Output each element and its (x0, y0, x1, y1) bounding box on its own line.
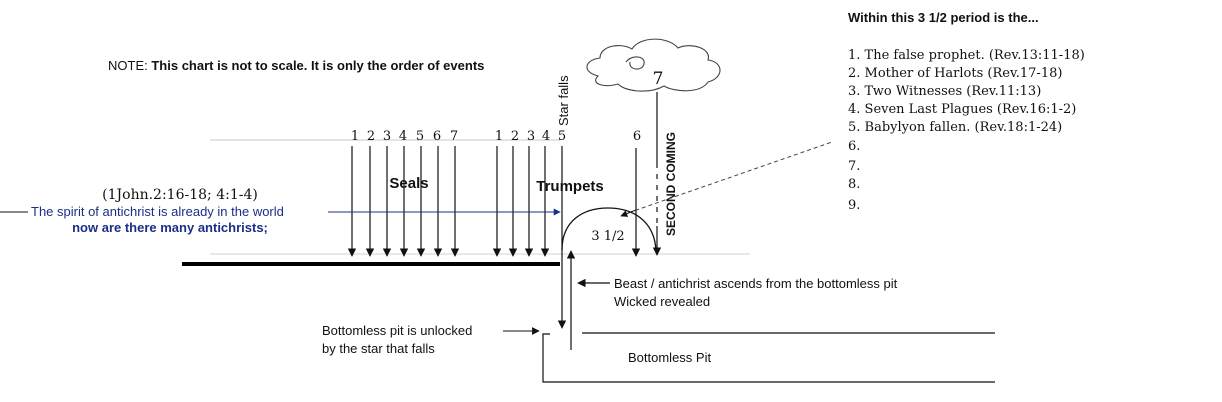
trumpet-number-7: 7 (653, 69, 664, 89)
second-coming-label: SECOND COMING (664, 132, 678, 236)
period-list-item: 5. Babylyon fallen. (Rev.18:1-24) (848, 120, 1062, 135)
trumpet-number: 1 (495, 129, 503, 144)
seal-number: 5 (416, 129, 424, 144)
bottomless-pit-label: Bottomless Pit (628, 350, 711, 365)
wicked-revealed-text: Wicked revealed (614, 294, 710, 309)
spirit-of-antichrist-text: The spirit of antichrist is already in t… (31, 204, 284, 219)
period-label: 3 1/2 (591, 229, 624, 244)
period-list-item: 6. (848, 139, 860, 154)
seal-number: 6 (433, 129, 441, 144)
period-list-item: 1. The false prophet. (Rev.13:11-18) (848, 48, 1085, 63)
trumpet-numbers: 1 2 3 4 5 6 (495, 129, 641, 144)
seals-label: Seals (389, 175, 428, 192)
trumpet-number: 5 (558, 129, 566, 144)
seal-numbers: 1 2 3 4 5 6 7 (351, 129, 458, 144)
period-arc (561, 207, 657, 251)
scripture-reference: (1John.2:16-18; 4:1-4) (102, 187, 258, 203)
period-pointer-arrow (620, 209, 637, 217)
trumpet-number: 4 (542, 129, 550, 144)
seal-number: 3 (383, 129, 391, 144)
trumpet-arrows (492, 146, 641, 257)
pit-unlock-line1: Bottomless pit is unlocked (322, 323, 472, 338)
trumpet-number: 2 (511, 129, 519, 144)
cloud-shape (586, 38, 721, 92)
seal-number: 1 (351, 129, 359, 144)
star-falls-label: Star falls (556, 75, 571, 126)
period-list-item: 7. (848, 159, 860, 174)
period-list-item: 8. (848, 177, 860, 192)
period-list-title: Within this 3 1/2 period is the... (848, 10, 1039, 25)
seal-number: 4 (399, 129, 407, 144)
seal-number: 2 (367, 129, 375, 144)
trumpets-label: Trumpets (536, 178, 604, 195)
pit-wall (542, 333, 995, 383)
seal-number: 7 (450, 129, 458, 144)
period-list-item: 2. Mother of Harlots (Rev.17-18) (848, 66, 1062, 81)
period-pointer-dashed (621, 141, 833, 216)
many-antichrists-text: now are there many antichrists; (72, 220, 268, 235)
period-list-item: 9. (848, 198, 860, 213)
period-list-item: 3. Two Witnesses (Rev.11:13) (848, 84, 1041, 99)
cloud-swirl (625, 56, 645, 70)
period-list: 1. The false prophet. (Rev.13:11-18) 2. … (848, 48, 1085, 213)
seal-arrows (347, 146, 460, 257)
beast-ascends-text: Beast / antichrist ascends from the bott… (614, 276, 898, 291)
note-text: NOTE: This chart is not to scale. It is … (108, 58, 484, 73)
trumpet-number: 3 (527, 129, 535, 144)
trumpet-number-6: 6 (633, 129, 641, 144)
period-list-item: 4. Seven Last Plagues (Rev.16:1-2) (848, 102, 1076, 117)
pit-unlock-line2: by the star that falls (322, 341, 435, 356)
